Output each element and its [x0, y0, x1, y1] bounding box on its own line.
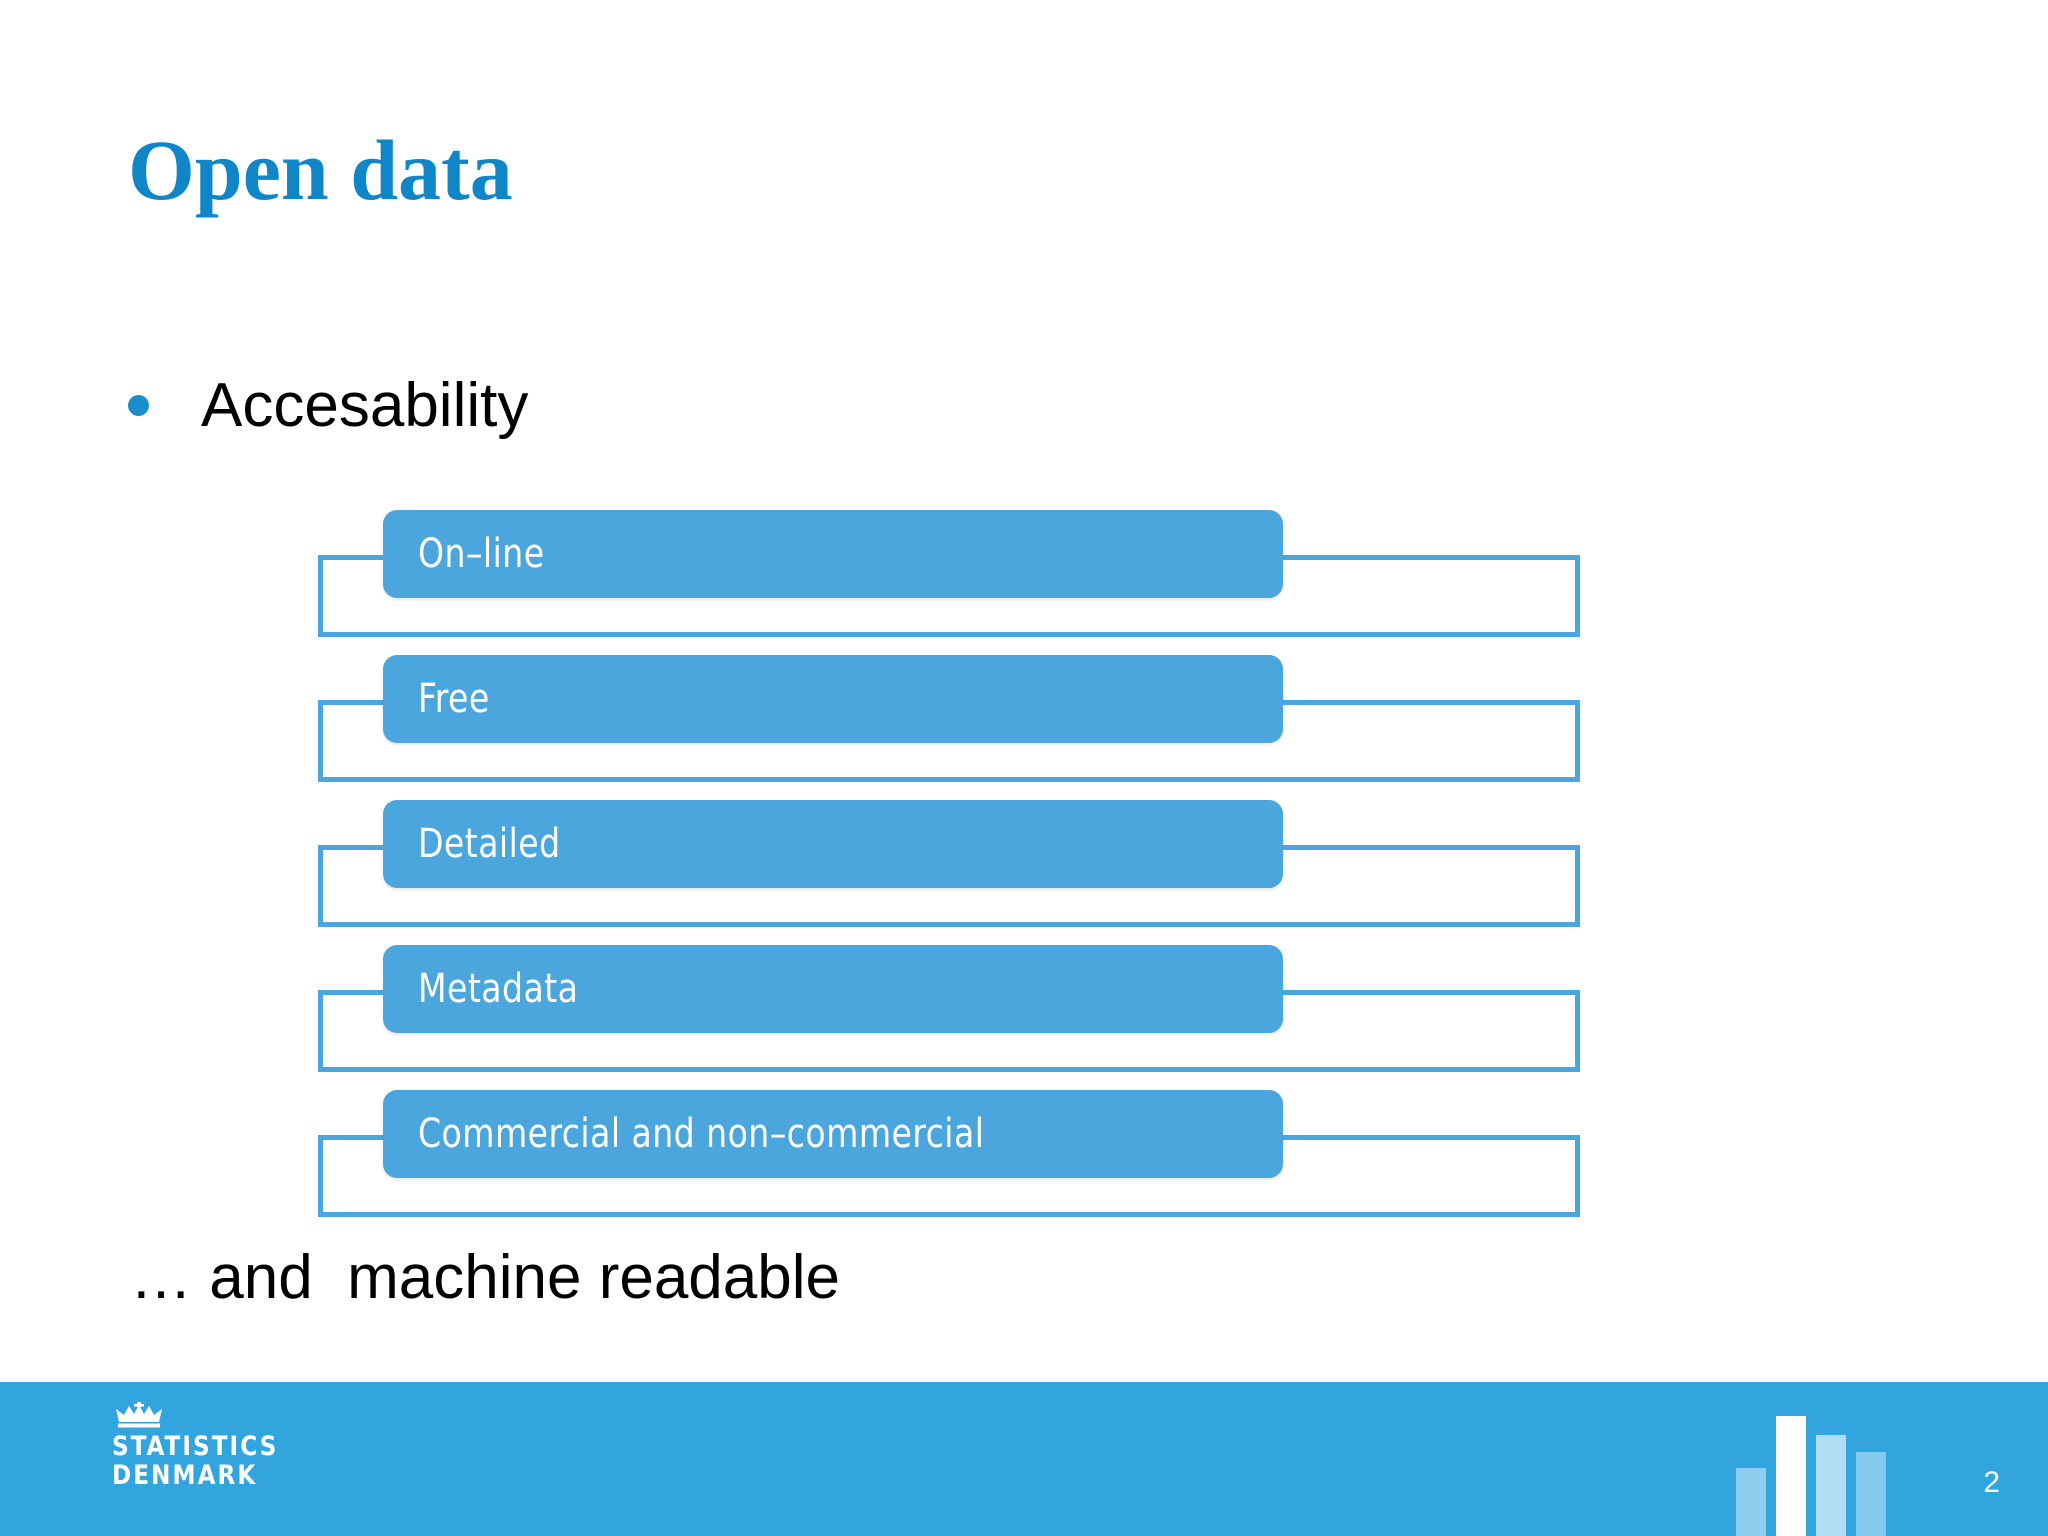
decorative-bar — [1736, 1468, 1766, 1536]
process-row: Free — [0, 655, 2048, 800]
process-row: Metadata — [0, 945, 2048, 1090]
process-filled-shape: Metadata — [383, 945, 1283, 1033]
organization-logo: STATISTICS DENMARK — [112, 1402, 372, 1490]
footer-band: STATISTICS DENMARK 2 — [0, 1382, 2048, 1536]
bullet-dot-icon — [128, 395, 149, 417]
bullet-item-accesability: Accesability — [128, 373, 528, 438]
decorative-bar — [1776, 1416, 1806, 1536]
process-item-label: Free — [417, 676, 490, 722]
closing-statement: … and machine readable — [130, 1243, 841, 1312]
page-title: Open data — [128, 122, 513, 218]
bar-chart-icon — [1736, 1416, 1936, 1536]
process-filled-shape: Free — [383, 655, 1283, 743]
process-item-label: Metadata — [417, 966, 579, 1012]
crown-icon — [116, 1402, 162, 1428]
process-item-label: Commercial and non–commercial — [417, 1111, 985, 1157]
page-number: 2 — [1983, 1466, 2000, 1499]
decorative-bar — [1856, 1452, 1886, 1536]
bullet-item-label: Accesability — [201, 371, 529, 440]
process-filled-shape: On–line — [383, 510, 1283, 598]
process-row: Commercial and non–commercial — [0, 1090, 2048, 1235]
logo-line-denmark: DENMARK — [112, 1460, 258, 1492]
process-row: On–line — [0, 510, 2048, 655]
process-filled-shape: Commercial and non–commercial — [383, 1090, 1283, 1178]
logo-line-statistics: STATISTICS — [112, 1431, 279, 1462]
decorative-bar — [1816, 1435, 1846, 1536]
process-item-label: On–line — [417, 531, 545, 577]
process-item-label: Detailed — [417, 821, 561, 867]
process-outline-shape — [318, 845, 1580, 927]
process-outline-shape — [318, 1135, 1580, 1217]
process-outline-shape — [318, 555, 1580, 637]
process-outline-shape — [318, 990, 1580, 1072]
process-outline-shape — [318, 700, 1580, 782]
process-row: Detailed — [0, 800, 2048, 945]
process-filled-shape: Detailed — [383, 800, 1283, 888]
